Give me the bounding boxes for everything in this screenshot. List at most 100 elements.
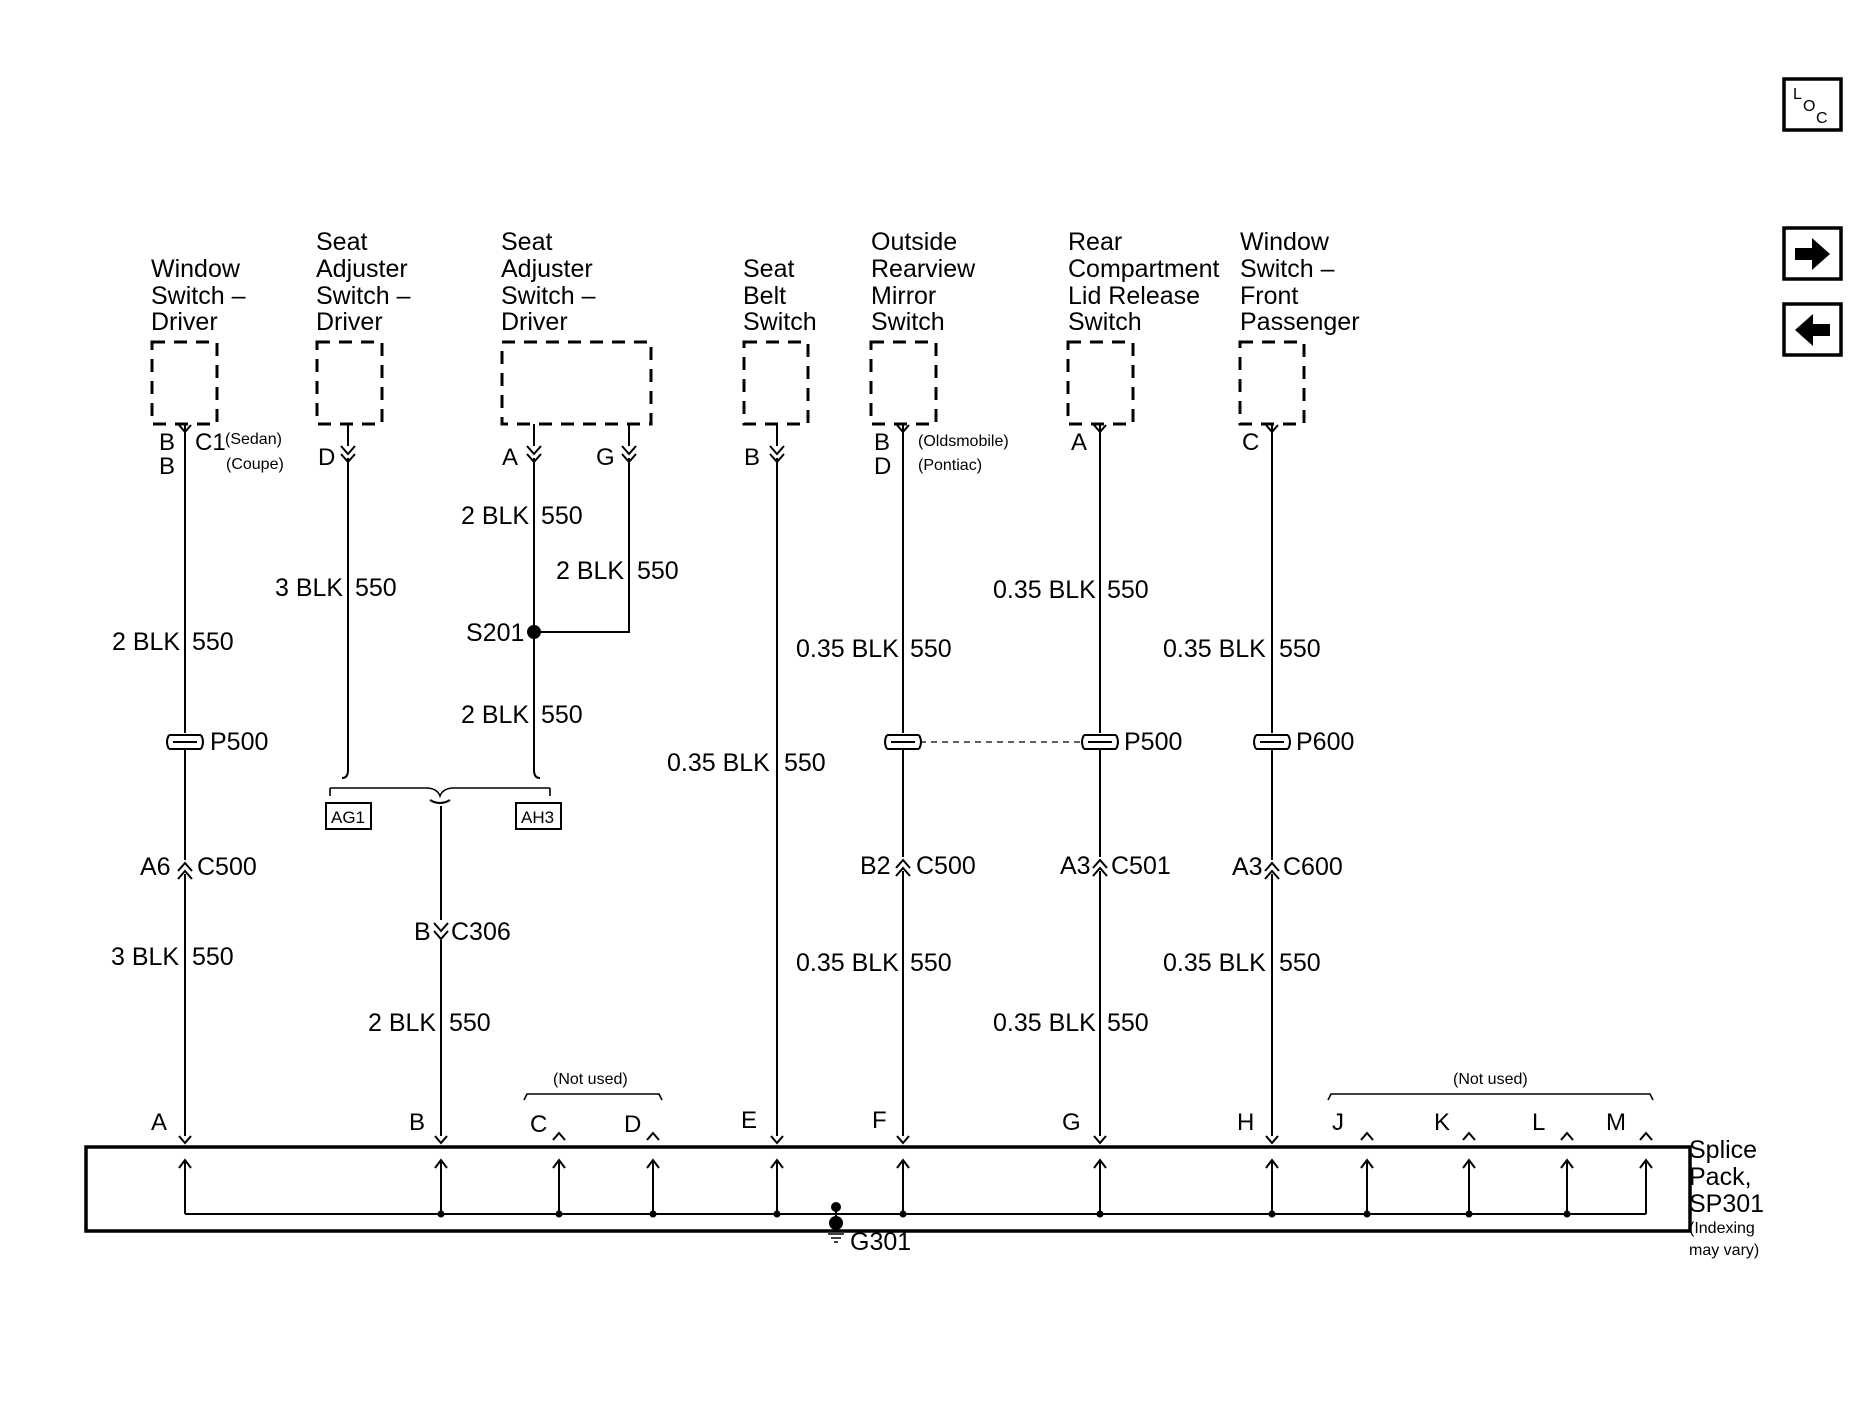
window-switch-driver-box	[150, 340, 219, 426]
pin-g-seat-2: G	[596, 444, 615, 471]
connector-c306-pin-b: B	[414, 918, 431, 946]
pin-stubs	[184, 424, 1273, 446]
seat-belt-switch-label: Seat Belt Switch	[743, 255, 817, 336]
wire-gauge: 2 BLK	[461, 502, 529, 530]
connector-ag1-tag: AG1	[325, 802, 372, 830]
wire-gauge: 2 BLK	[112, 628, 180, 656]
splice-pin-h: H	[1237, 1109, 1254, 1136]
ground-g301-label: G301	[850, 1228, 911, 1256]
seat-adjuster-switch-box-2	[500, 340, 653, 426]
pin-b-seat-belt: B	[744, 444, 760, 471]
wire-gauge: 2 BLK	[368, 1009, 436, 1037]
rear-compartment-lid-release-switch-label: Rear Compartment Lid Release Switch	[1068, 228, 1226, 336]
splice-pack-pin-symbols	[178, 1131, 1653, 1218]
wire-gauge: 0.35 BLK	[796, 635, 899, 663]
window-switch-driver-label: Window Switch – Driver	[151, 255, 252, 336]
connector-c1: C1	[195, 429, 226, 456]
wire-gauge: 0.35 BLK	[993, 576, 1096, 604]
wire-gauge: 2 BLK	[461, 701, 529, 729]
splice-s201	[527, 625, 541, 639]
splice-pack-box	[84, 1145, 1692, 1233]
ground-g301	[828, 1202, 844, 1243]
oldsmobile-note: (Oldsmobile)	[918, 433, 1009, 450]
not-used-bracket-1: (Not used)	[523, 1071, 663, 1101]
arrow-right-icon	[1795, 238, 1830, 270]
next-page-button[interactable]	[1782, 226, 1843, 281]
sedan-note: (Sedan)	[225, 431, 282, 448]
window-switch-front-passenger-label: Window Switch – Front Passenger	[1240, 228, 1360, 336]
loc-letter-c: C	[1816, 110, 1828, 127]
wire-circuit: 550	[192, 628, 234, 656]
splice-pin-b: B	[409, 1109, 425, 1136]
wire-circuit: 550	[449, 1009, 491, 1037]
wire-circuit: 550	[910, 949, 952, 977]
splice-pin-e: E	[741, 1107, 757, 1134]
wire-circuit: 550	[1279, 635, 1321, 663]
splice-pin-m: M	[1606, 1109, 1626, 1136]
wire-lines	[184, 432, 1273, 1136]
pin-d-seat-1: D	[318, 444, 335, 471]
wire-circuit: 550	[784, 749, 826, 777]
connector-a6: A6	[140, 853, 171, 881]
splice-pin-l: L	[1532, 1109, 1545, 1136]
wire-circuit: 550	[637, 557, 679, 585]
loc-letter-o: O	[1803, 98, 1815, 115]
wire-circuit: 550	[1107, 1009, 1149, 1037]
wire-gauge: 0.35 BLK	[993, 1009, 1096, 1037]
connector-ah3-tag: AH3	[515, 802, 562, 830]
splice-pin-a: A	[151, 1109, 167, 1136]
splice-pin-g: G	[1062, 1109, 1081, 1136]
loc-button[interactable]: L O C	[1782, 77, 1843, 132]
wire-circuit: 550	[910, 635, 952, 663]
connector-c306: C306	[451, 918, 511, 946]
splice-pack-pin-labels: A B C D E F G H J K L M	[151, 1107, 1626, 1138]
pin-b-mirror: B	[874, 429, 890, 456]
component-connector-symbols	[178, 424, 1279, 463]
connector-p500-left: P500	[210, 728, 268, 756]
splice-pack-indexing-note: (Indexing may vary)	[1689, 1220, 1759, 1259]
wire-gauge: 0.35 BLK	[1163, 949, 1266, 977]
splice-pin-j: J	[1332, 1109, 1344, 1136]
wire-gauge: 0.35 BLK	[667, 749, 770, 777]
splice-pin-d: D	[624, 1111, 641, 1138]
connector-a3-c600: A3	[1232, 853, 1263, 881]
pontiac-note: (Pontiac)	[918, 457, 982, 474]
wire-gauge: 3 BLK	[275, 574, 343, 602]
svg-text:AG1: AG1	[331, 808, 365, 827]
pin-a-seat-2: A	[502, 444, 518, 471]
not-used-bracket-2: (Not used)	[1327, 1071, 1654, 1101]
seat-belt-switch-box	[742, 340, 810, 426]
pin-b-coupe: B	[159, 453, 175, 480]
rear-compartment-switch-box	[1066, 340, 1135, 426]
wire-circuit: 550	[192, 943, 234, 971]
seat-adjuster-switch-driver-label-2: Seat Adjuster Switch – Driver	[501, 228, 602, 336]
wire-circuit: 550	[1279, 949, 1321, 977]
splice-pack-label: Splice Pack, SP301	[1689, 1136, 1764, 1218]
wire-gauge: 0.35 BLK	[796, 949, 899, 977]
connector-p500-right: P500	[1124, 728, 1182, 756]
connector-c501: C501	[1111, 852, 1171, 880]
wire-circuit: 550	[1107, 576, 1149, 604]
outside-rearview-mirror-switch-label: Outside Rearview Mirror Switch	[871, 228, 982, 336]
connector-c500-left: C500	[197, 853, 257, 881]
wire-labels: 2 BLK 550 3 BLK 550 3 BLK 550 2 BLK 550 …	[111, 502, 1321, 1037]
window-switch-front-passenger-box	[1238, 340, 1306, 426]
splice-pin-c: C	[530, 1111, 547, 1138]
connector-p600: P600	[1296, 728, 1354, 756]
wire-gauge: 2 BLK	[556, 557, 624, 585]
pin-b-sedan: B	[159, 429, 175, 456]
wire-circuit: 550	[541, 701, 583, 729]
wire-circuit: 550	[541, 502, 583, 530]
seat-adjuster-switch-driver-label-1: Seat Adjuster Switch – Driver	[316, 228, 417, 336]
pin-d-mirror: D	[874, 453, 891, 480]
svg-text:(Not used): (Not used)	[1453, 1071, 1528, 1088]
previous-page-button[interactable]	[1782, 302, 1843, 357]
splice-pin-f: F	[872, 1107, 887, 1134]
svg-text:(Not used): (Not used)	[553, 1071, 628, 1088]
splice-s201-label: S201	[466, 619, 524, 647]
arrow-left-icon	[1795, 314, 1830, 346]
wire-circuit: 550	[355, 574, 397, 602]
pin-c-passenger: C	[1242, 429, 1259, 456]
loc-letter-l: L	[1793, 86, 1802, 103]
outside-rearview-mirror-switch-box	[869, 340, 938, 426]
